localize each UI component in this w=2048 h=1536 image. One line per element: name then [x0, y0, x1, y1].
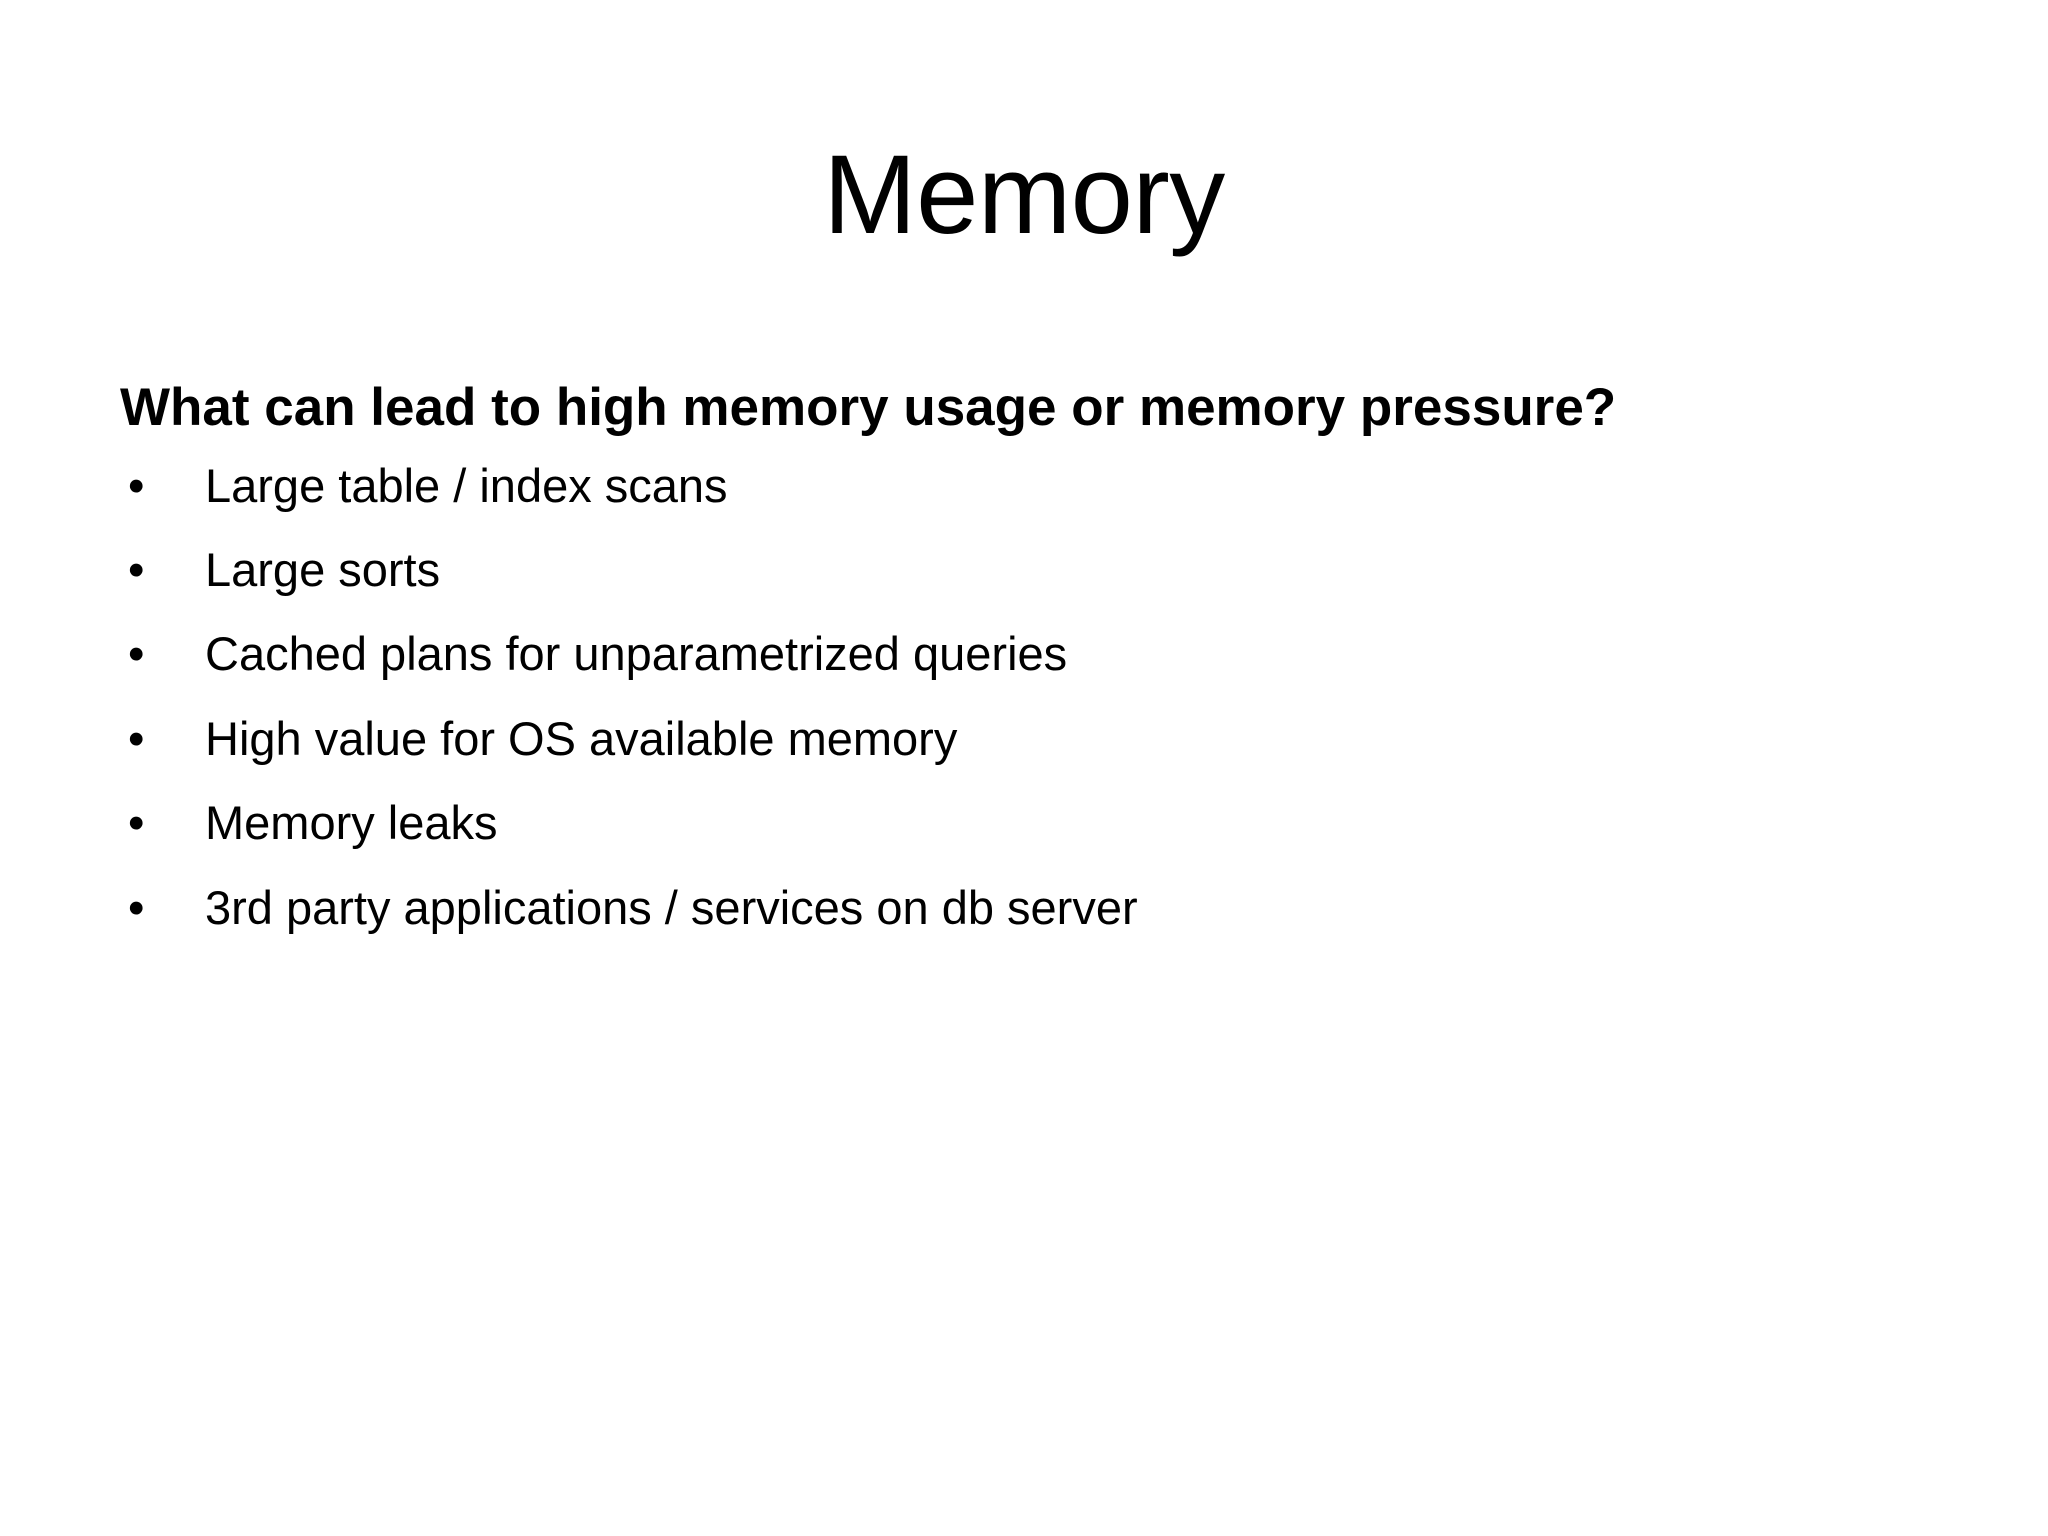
bullet-point-icon: • — [128, 880, 145, 934]
list-item: • 3rd party applications / services on d… — [120, 880, 1940, 936]
bullet-point-icon: • — [128, 796, 145, 850]
list-item: • High value for OS available memory — [120, 711, 1940, 767]
list-item: • Cached plans for unparametrized querie… — [120, 626, 1940, 682]
list-item: • Large sorts — [120, 542, 1940, 598]
list-item-label: Memory leaks — [205, 796, 498, 850]
list-item: • Large table / index scans — [120, 458, 1940, 514]
bullet-point-icon: • — [128, 627, 145, 681]
list-item-label: High value for OS available memory — [205, 711, 958, 765]
list-item-label: Cached plans for unparametrized queries — [205, 627, 1068, 681]
bullet-point-icon: • — [128, 711, 145, 765]
slide-body: What can lead to high memory usage or me… — [120, 376, 1940, 936]
body-heading: What can lead to high memory usage or me… — [120, 378, 1617, 437]
list-item: • Memory leaks — [120, 795, 1940, 851]
list-item-label: Large sorts — [205, 542, 441, 596]
bullet-list: • Large table / index scans • Large sort… — [120, 458, 1940, 936]
bullet-point-icon: • — [128, 542, 145, 596]
list-item-label: Large table / index scans — [205, 458, 728, 512]
list-item-label: 3rd party applications / services on db … — [205, 880, 1138, 934]
bullet-point-icon: • — [128, 458, 145, 512]
page-title: Memory — [823, 132, 1225, 257]
